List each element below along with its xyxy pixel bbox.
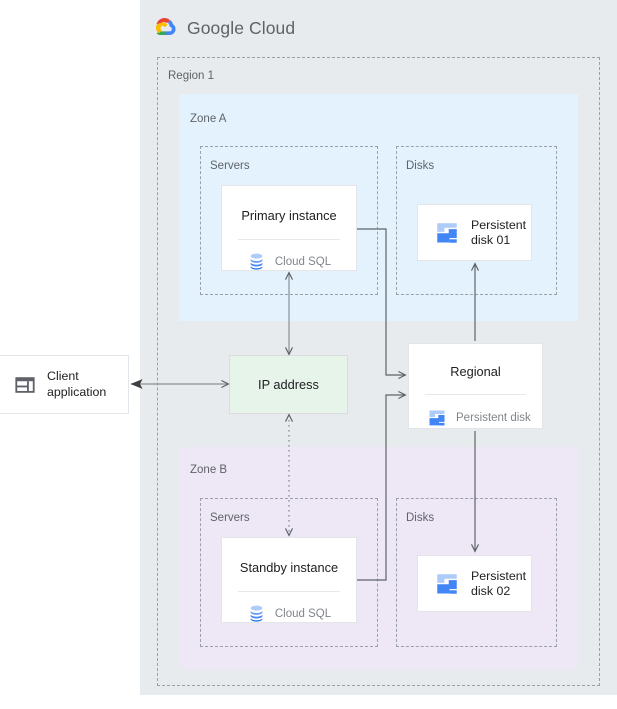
card-divider: [425, 394, 526, 395]
persistent-disk-icon: [437, 573, 457, 594]
persistent-disk-01-line2: disk 01: [471, 232, 511, 247]
primary-instance-title: Primary instance: [241, 208, 337, 223]
google-cloud-logo-icon: [156, 18, 176, 36]
window-icon: [15, 376, 35, 393]
persistent-disk-02-line2: disk 02: [471, 583, 511, 598]
persistent-disk-icon: [429, 410, 445, 426]
zone-a-disks-group: [396, 146, 557, 295]
logo-text: Google Cloud: [187, 18, 295, 39]
standby-instance-subtitle-row: Cloud SQL: [222, 604, 356, 623]
client-application-line2: application: [47, 384, 107, 399]
card-divider: [238, 591, 340, 592]
persistent-disk-01-label: Persistent disk 01: [471, 218, 526, 248]
regional-disk-subtitle-row: Persistent disk: [409, 408, 542, 428]
client-application-card[interactable]: Client application: [0, 355, 129, 414]
ip-address-label: IP address: [258, 377, 319, 392]
card-divider: [238, 239, 340, 240]
zone-b-disks-label: Disks: [406, 512, 435, 524]
cloud-sql-icon: [250, 605, 263, 622]
zone-b-servers-label: Servers: [210, 512, 250, 524]
standby-instance-title: Standby instance: [239, 560, 339, 575]
google-cloud-logo: Google Cloud: [156, 17, 295, 39]
ip-address-node[interactable]: IP address: [229, 355, 348, 414]
logo-text-google: Google: [187, 17, 245, 38]
persistent-disk-02-line1: Persistent: [471, 568, 527, 583]
region-label: Region 1: [168, 70, 215, 82]
page-left-margin: [0, 0, 140, 709]
primary-instance-subtitle-row: Cloud SQL: [222, 252, 356, 271]
region-container: [157, 57, 600, 686]
page-bottom-margin: [0, 695, 617, 709]
persistent-disk-02-label: Persistent disk 02: [471, 569, 526, 599]
standby-instance-subtitle: Cloud SQL: [274, 607, 332, 620]
zone-a-disks-label: Disks: [406, 160, 435, 172]
zone-a-label: Zone A: [190, 113, 227, 125]
logo-text-cloud: Cloud: [249, 17, 296, 38]
persistent-disk-01-line1: Persistent: [471, 217, 527, 232]
persistent-disk-02-card[interactable]: Persistent disk 02: [417, 555, 532, 612]
zone-a-servers-label: Servers: [210, 160, 250, 172]
client-application-label: Client application: [47, 369, 106, 400]
standby-instance-card[interactable]: Standby instance Cloud SQL: [221, 537, 357, 623]
cloud-sql-icon: [250, 253, 263, 270]
zone-b-label: Zone B: [190, 464, 228, 476]
persistent-disk-01-card[interactable]: Persistent disk 01: [417, 204, 532, 261]
primary-instance-card[interactable]: Primary instance Cloud SQL: [221, 185, 357, 271]
primary-instance-subtitle: Cloud SQL: [274, 255, 332, 268]
regional-disk-subtitle: Persistent disk: [456, 412, 531, 424]
persistent-disk-icon: [437, 222, 457, 243]
regional-disk-title: Regional: [450, 364, 501, 379]
regional-persistent-disk-card[interactable]: Regional Persistent disk: [408, 343, 543, 429]
client-application-line1: Client: [47, 369, 79, 383]
